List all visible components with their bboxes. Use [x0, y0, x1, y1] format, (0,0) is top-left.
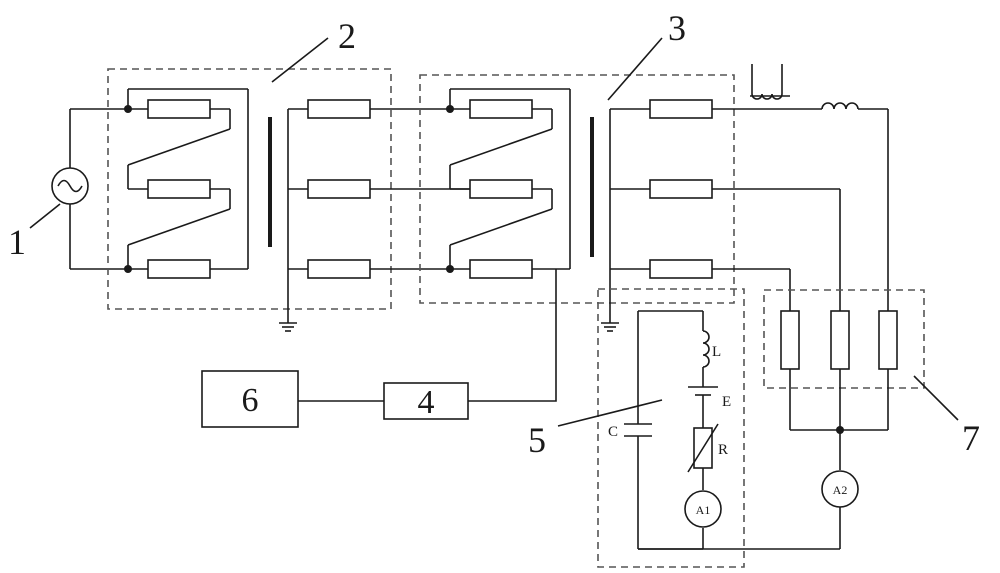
label-resistor: R [718, 442, 728, 458]
leader-line-3 [608, 38, 662, 100]
label-battery: E [722, 394, 731, 410]
label-7: 7 [962, 418, 980, 458]
label-2: 2 [338, 16, 356, 56]
transformer-2-secondary [288, 100, 370, 323]
ac-source [52, 109, 128, 269]
output-lines [712, 103, 888, 311]
ground-symbol-2 [601, 323, 619, 331]
label-5: 5 [528, 420, 546, 460]
transformer-3-primary [446, 89, 570, 278]
ammeter-a2-icon: A2 [822, 471, 858, 507]
label-3: 3 [668, 8, 686, 48]
wire-4-transformer [468, 269, 556, 401]
leader-line-5 [558, 400, 662, 426]
leader-line-7 [914, 376, 958, 420]
label-1: 1 [8, 222, 26, 262]
label-inductor: L [712, 344, 721, 360]
leader-line-1 [30, 204, 60, 228]
block-6-label: 6 [242, 382, 259, 419]
arrester-circuit-boundary [598, 289, 744, 567]
ammeter-a2-label: A2 [833, 483, 848, 497]
leader-line-2 [272, 38, 328, 82]
label-capacitor: C [608, 424, 618, 440]
ground-symbol [279, 323, 297, 331]
inductor-l-icon [703, 331, 709, 367]
load-resistors [781, 311, 897, 470]
ammeter-a1-icon: A1 [685, 491, 721, 527]
ammeter-a1-label: A1 [696, 503, 711, 517]
inductor-top-icon [822, 103, 858, 109]
block-4-label: 4 [418, 384, 435, 421]
current-transformer-icon [750, 64, 790, 99]
transformer-2-primary [124, 89, 248, 278]
